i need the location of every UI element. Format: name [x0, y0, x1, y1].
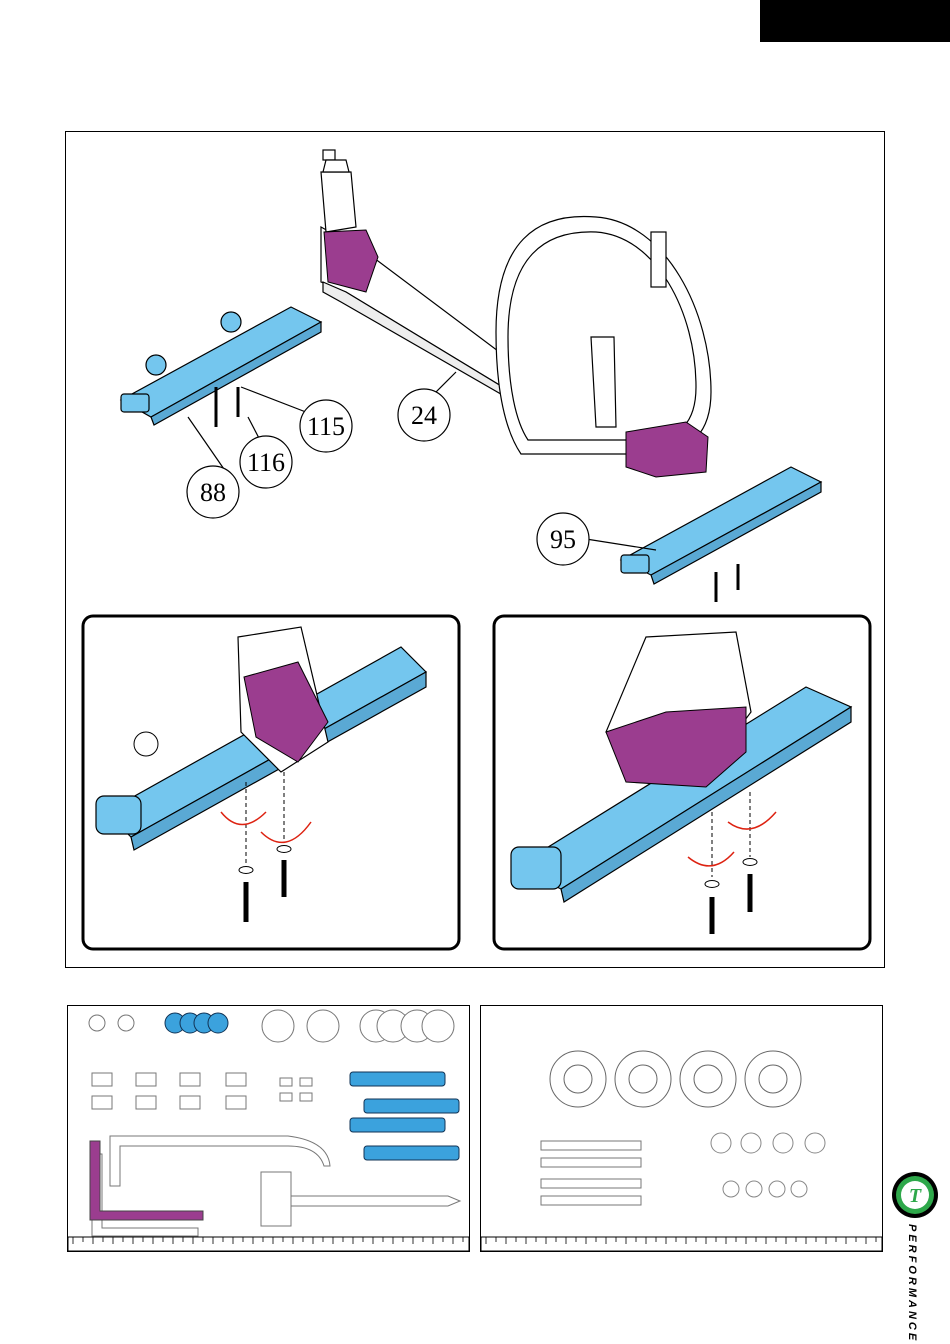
- hardware-kit-drawing-2: [481, 1006, 882, 1251]
- detail-inset-front: [83, 616, 459, 949]
- brand-tagline: PERFORMANCE: [906, 1224, 918, 1324]
- callout-88: 88: [200, 478, 226, 507]
- seat-post: [321, 150, 356, 232]
- hardware-kit-panel-1: [67, 1005, 470, 1252]
- flywheel-housing: [496, 216, 711, 454]
- front-stabilizer: [121, 307, 321, 427]
- callout-115: 115: [307, 412, 345, 441]
- brand-logo: T: [890, 1170, 940, 1220]
- callout-24: 24: [411, 401, 437, 430]
- page-corner-tab: [760, 0, 950, 42]
- hardware-kit-drawing-1: [68, 1006, 469, 1251]
- callout-116: 116: [247, 448, 285, 477]
- detail-inset-rear: [494, 616, 870, 949]
- rear-joint-highlight: [626, 422, 708, 477]
- callout-95: 95: [550, 525, 576, 554]
- brand-logo-letter: T: [909, 1185, 922, 1207]
- hardware-kit-panel-2: [480, 1005, 883, 1252]
- assembly-diagram: 24 88 116 115 95: [66, 132, 886, 969]
- brand-logo-icon: T: [890, 1170, 940, 1220]
- rear-stabilizer: [621, 467, 821, 602]
- assembly-diagram-frame: 24 88 116 115 95: [65, 131, 885, 968]
